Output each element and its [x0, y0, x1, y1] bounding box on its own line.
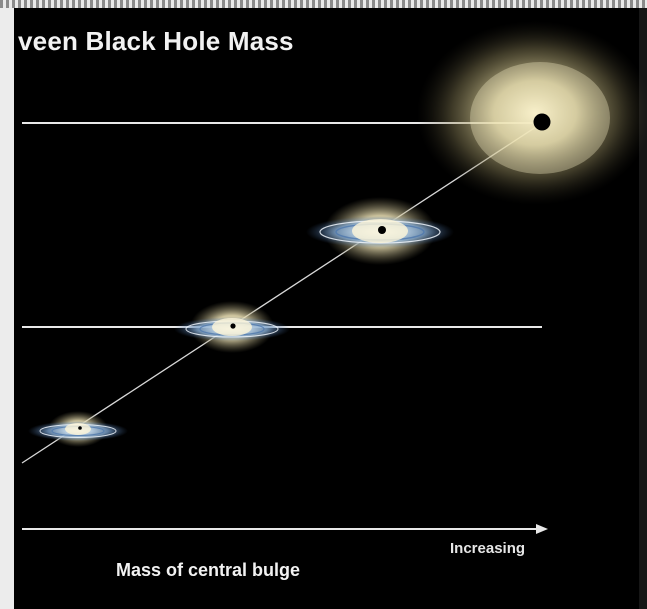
galaxy-elliptical: [417, 21, 647, 205]
x-axis-end-label: Increasing: [450, 540, 526, 557]
black-hole-small: [78, 426, 82, 430]
x-axis-arrowhead: [536, 524, 548, 534]
galaxy-large: [306, 197, 454, 265]
galaxy-small: [28, 411, 128, 447]
black-hole-large: [378, 226, 386, 234]
x-axis-title: Mass of central bulge: [116, 560, 301, 580]
galaxy-medium: [174, 301, 290, 353]
diagram-title: veen Black Hole Mass: [18, 26, 294, 56]
left-border: [0, 8, 14, 609]
black-hole-largest: [533, 113, 551, 131]
right-border: [639, 8, 647, 609]
top-border: [0, 0, 647, 8]
black-hole-medium: [230, 323, 236, 329]
